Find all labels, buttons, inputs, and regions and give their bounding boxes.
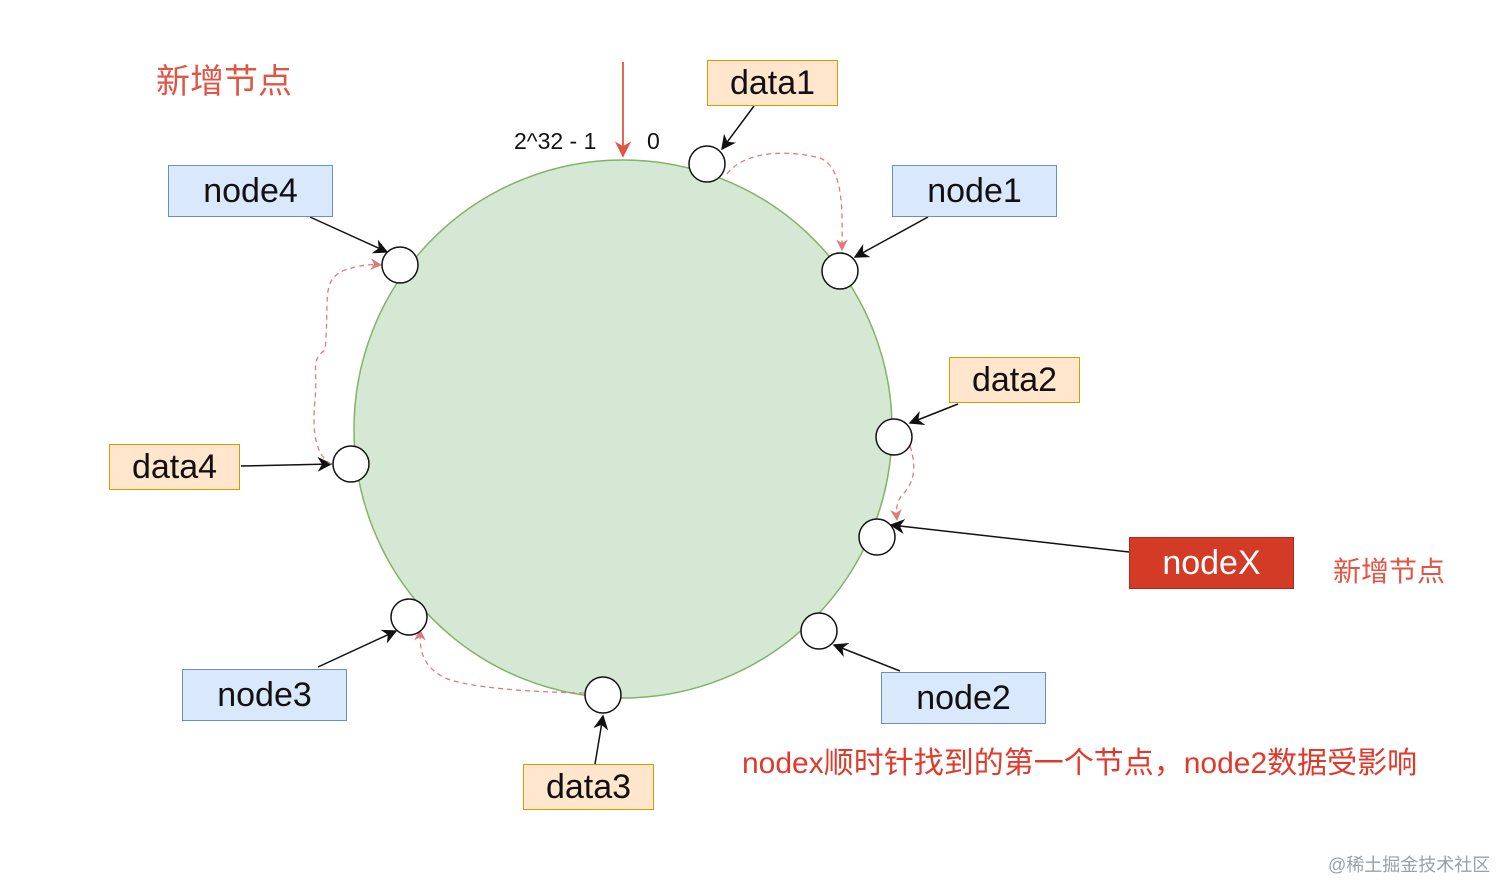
data-box-data1: data1	[707, 60, 838, 106]
data-box-data3: data3	[523, 764, 654, 810]
impact-note: nodex顺时针找到的第一个节点，node2数据受影响	[742, 747, 1418, 780]
diagram-title: 新增节点	[156, 63, 292, 101]
ring-point-data2	[875, 418, 913, 456]
arrow-nodeX	[889, 519, 1130, 553]
ring-point-data3	[584, 676, 622, 714]
arrow-node2	[832, 642, 901, 672]
ring-point-node3	[390, 598, 428, 636]
arrow-data2	[908, 403, 959, 426]
node-box-node1: node1	[892, 165, 1057, 217]
ring-point-node2	[800, 612, 838, 650]
dashed-arrow-data2-to-nodeX	[890, 445, 915, 522]
ring-point-data1	[688, 145, 726, 183]
node-box-node4: node4	[168, 165, 333, 217]
data-box-data4: data4	[109, 444, 240, 490]
dashed-arrow-data1-to-node1	[726, 152, 848, 252]
arrow-data3	[593, 714, 609, 765]
ring-zero-label: 0	[647, 128, 660, 154]
arrow-node4	[309, 216, 389, 254]
dashed-arrow-data4-to-node4	[313, 258, 383, 465]
ring-point-nodeX	[858, 518, 896, 556]
arrow-data1	[721, 105, 755, 151]
node-box-nodeX: nodeX	[1129, 537, 1294, 589]
data-box-data2: data2	[949, 357, 1080, 403]
ring-point-node4	[381, 246, 419, 284]
ring-max-label: 2^32 - 1	[514, 128, 597, 154]
node-box-node3: node3	[182, 669, 347, 721]
node-box-node2: node2	[881, 672, 1046, 724]
arrow-data4	[240, 456, 333, 472]
ring-point-data4	[332, 445, 370, 483]
watermark: @稀土掘金技术社区	[1328, 855, 1491, 875]
arrow-node3	[317, 629, 398, 668]
arrow-node1	[853, 216, 929, 258]
ring-point-node1	[821, 252, 859, 290]
new-node-label: 新增节点	[1333, 556, 1446, 587]
